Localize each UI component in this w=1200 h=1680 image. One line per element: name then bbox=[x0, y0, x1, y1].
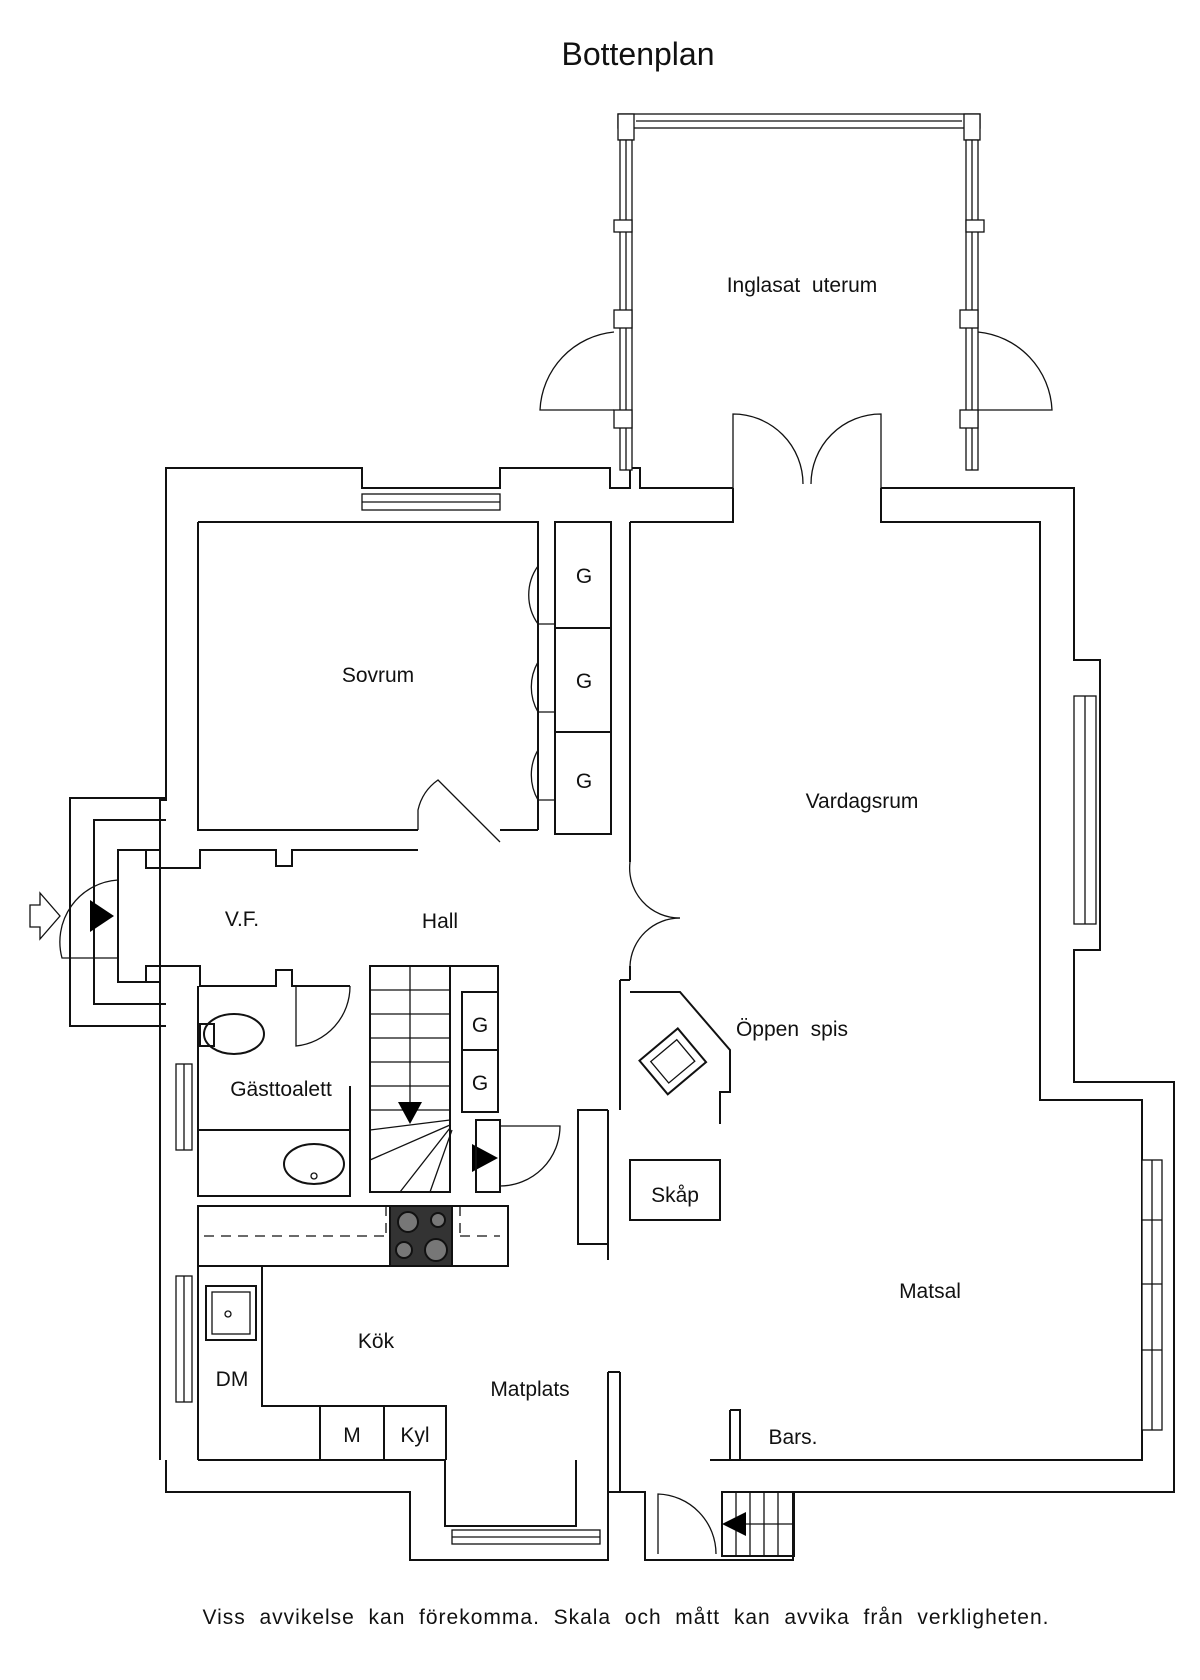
label-dm: DM bbox=[216, 1368, 249, 1391]
label-garderob-2: G bbox=[576, 670, 592, 693]
label-garderob-1: G bbox=[576, 565, 592, 588]
label-garderob-3: G bbox=[576, 770, 592, 793]
fixture-labels: G G G G G DM M Kyl bbox=[216, 565, 593, 1447]
fireplace bbox=[577, 991, 731, 1260]
label-matplats: Matplats bbox=[490, 1378, 569, 1401]
label-hall: Hall bbox=[422, 910, 458, 933]
label-sovrum: Sovrum bbox=[342, 664, 414, 687]
label-skap: Skåp bbox=[651, 1184, 699, 1207]
staircase bbox=[369, 965, 561, 1193]
dining-back-entry bbox=[451, 1371, 795, 1557]
entrance bbox=[29, 797, 418, 1027]
room-labels: Inglasat uterum Sovrum Vardagsrum V.F. H… bbox=[225, 274, 961, 1449]
plan-title: Bottenplan bbox=[561, 36, 714, 72]
disclaimer: Viss avvikelse kan förekomma. Skala och … bbox=[203, 1606, 1050, 1629]
label-matsal: Matsal bbox=[899, 1280, 961, 1303]
living-room-walls bbox=[619, 522, 1163, 1431]
outer-walls bbox=[159, 467, 1175, 1561]
label-uterum: Inglasat uterum bbox=[727, 274, 878, 297]
label-oppen-spis: Öppen spis bbox=[736, 1018, 848, 1041]
label-m: M bbox=[343, 1424, 361, 1447]
label-garderob-4: G bbox=[472, 1014, 488, 1037]
kitchen bbox=[175, 1205, 509, 1460]
entry-arrow-icon bbox=[29, 891, 61, 941]
label-vf: V.F. bbox=[225, 908, 259, 931]
label-vardagsrum: Vardagsrum bbox=[806, 790, 919, 813]
label-kok: Kök bbox=[358, 1330, 395, 1353]
label-kyl: Kyl bbox=[400, 1424, 429, 1447]
bedroom bbox=[197, 521, 612, 843]
sunroom bbox=[539, 113, 1053, 488]
label-garderob-5: G bbox=[472, 1072, 488, 1095]
guest-wc bbox=[175, 985, 351, 1197]
label-gasttoalett: Gästtoalett bbox=[230, 1078, 332, 1101]
label-bars: Bars. bbox=[768, 1426, 817, 1449]
